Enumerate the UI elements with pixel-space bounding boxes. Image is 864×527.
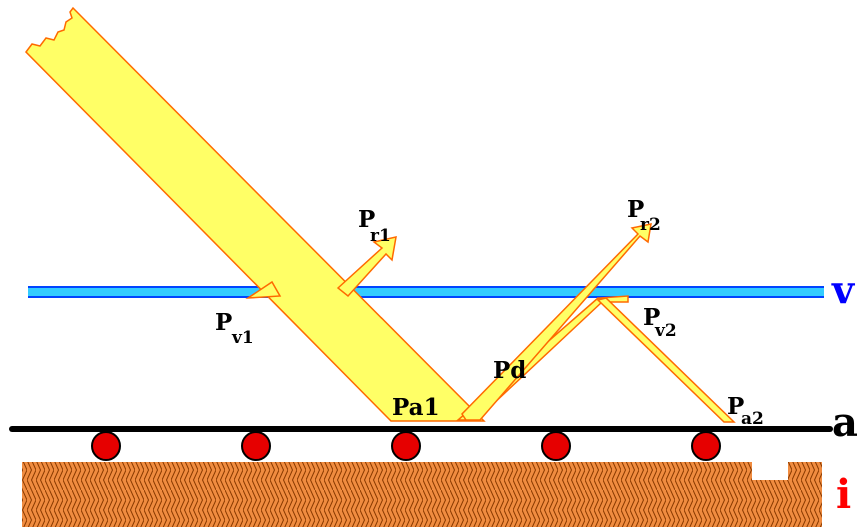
label-pr2: P r2 xyxy=(627,196,661,235)
insulation-layer xyxy=(22,462,822,527)
label-pv2: P v2 xyxy=(643,304,677,341)
svg-text:P: P xyxy=(727,393,744,420)
layer-label-v: v xyxy=(831,267,856,312)
tube xyxy=(391,431,421,461)
reflected-arrow-pr1 xyxy=(336,236,397,298)
layer-label-a: a xyxy=(832,399,858,446)
svg-text:P: P xyxy=(643,304,660,331)
label-pv1: P v1 xyxy=(215,309,254,348)
tubes xyxy=(91,431,721,461)
label-pd: Pd xyxy=(493,357,526,384)
insulation-gap xyxy=(752,462,788,480)
reflected-beam-pd-upper xyxy=(461,223,652,421)
svg-text:v2: v2 xyxy=(654,321,677,341)
loss-arrow-pv1 xyxy=(245,280,282,299)
label-pa2: P a2 xyxy=(727,393,764,429)
svg-text:r2: r2 xyxy=(640,215,661,235)
layer-label-i: i xyxy=(836,471,851,518)
svg-text:P: P xyxy=(358,206,375,233)
svg-text:P: P xyxy=(627,196,644,223)
svg-text:v1: v1 xyxy=(231,328,254,348)
label-pr1: P r1 xyxy=(358,206,391,246)
tube xyxy=(541,431,571,461)
incident-beam xyxy=(25,6,486,422)
svg-text:r1: r1 xyxy=(370,226,391,246)
secondary-beam-pa2 xyxy=(596,297,736,423)
glass-cover xyxy=(28,286,824,298)
svg-text:a2: a2 xyxy=(741,409,764,429)
tube xyxy=(91,431,121,461)
label-pa1: Pa1 xyxy=(392,394,440,421)
svg-text:P: P xyxy=(215,309,232,336)
tube xyxy=(691,431,721,461)
tube xyxy=(241,431,271,461)
